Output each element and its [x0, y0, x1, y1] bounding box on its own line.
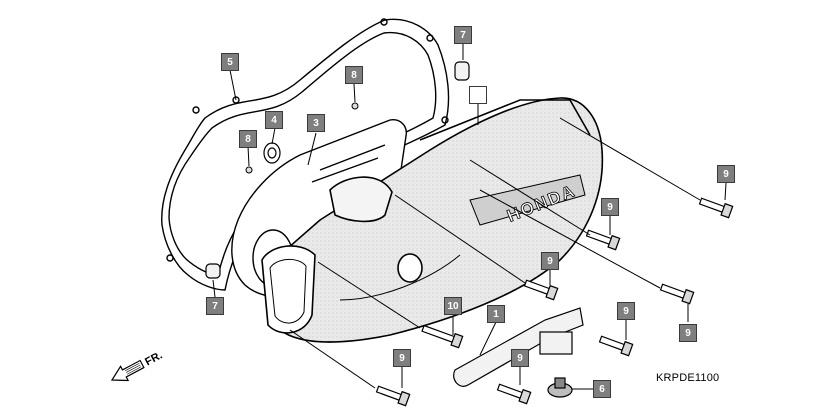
callout-8-lower: 8	[239, 130, 257, 148]
callout-7-upper: 7	[454, 26, 472, 44]
callout-8-upper: 8	[345, 66, 363, 84]
callout-9-g: 9	[393, 349, 411, 367]
callout-9-c: 9	[541, 252, 559, 270]
callout-6: 6	[593, 380, 611, 398]
mounting-bracket	[453, 307, 584, 387]
small-screw-upper	[351, 102, 359, 110]
left-crankcase-cover	[261, 97, 604, 343]
callout-9-b: 9	[601, 198, 619, 216]
dowel-pin-upper	[454, 61, 470, 81]
front-label: FR.	[143, 349, 164, 368]
small-screw-lower	[245, 166, 253, 174]
front-direction-arrow: FR.	[110, 349, 164, 382]
diagram-code: KRPDE1100	[656, 372, 720, 384]
callout-9-f: 9	[511, 349, 529, 367]
callout-3: 3	[307, 114, 325, 132]
callout-9-d: 9	[679, 324, 697, 342]
callout-10: 10	[444, 297, 462, 315]
callout-9-e: 9	[617, 302, 635, 320]
callout-4: 4	[265, 111, 283, 129]
callout-blank	[469, 86, 487, 104]
dowel-pin-lower	[205, 263, 221, 279]
oil-seal	[263, 142, 281, 164]
callout-1: 1	[487, 305, 505, 323]
callout-9-a: 9	[717, 165, 735, 183]
callout-5: 5	[221, 53, 239, 71]
leader-lines	[212, 44, 727, 390]
rubber-grommet	[547, 377, 573, 398]
callout-7-lower: 7	[206, 297, 224, 315]
